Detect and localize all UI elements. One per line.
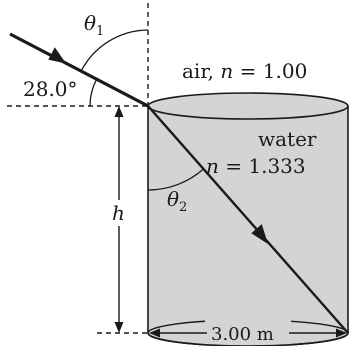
width-arrow-left [149,328,160,338]
theta2-subscript: 2 [179,200,187,215]
water-n-symbol: n [206,154,219,178]
incident-ray [9,32,149,108]
angle-28-label: 28.0° [23,77,78,101]
theta1-arc [80,29,149,72]
bottom-rim-front [147,332,349,346]
width-label-bg [205,318,291,346]
air-n-symbol: n [220,59,233,83]
width-label: 3.00 m [211,324,274,345]
theta2-arc [147,168,204,191]
refracted-ray-arrowhead [251,224,268,244]
theta1-subscript: 1 [96,24,104,39]
water-n-label: n = 1.333 [206,154,306,178]
air-value: = 1.00 [233,59,307,83]
water-n-value: = 1.333 [219,154,306,178]
theta2-label: θ2 [167,187,187,215]
air-label: air, n = 1.00 [182,59,307,83]
width-arrow-right [336,328,347,338]
air-text: air, [182,59,220,83]
cylinder-top-rim [147,105,349,120]
height-arrow-top [114,106,124,117]
theta1-symbol: θ [84,11,96,35]
angle-28-arc [89,78,98,107]
water-title: water [258,127,317,151]
incident-ray-arrowhead [48,47,66,64]
height-label: h [112,201,125,225]
height-label-bg [108,200,128,226]
theta1-label: θ1 [84,11,104,39]
height-arrow-bottom [114,322,124,333]
theta2-symbol: θ [167,187,179,211]
refracted-ray [147,105,349,334]
